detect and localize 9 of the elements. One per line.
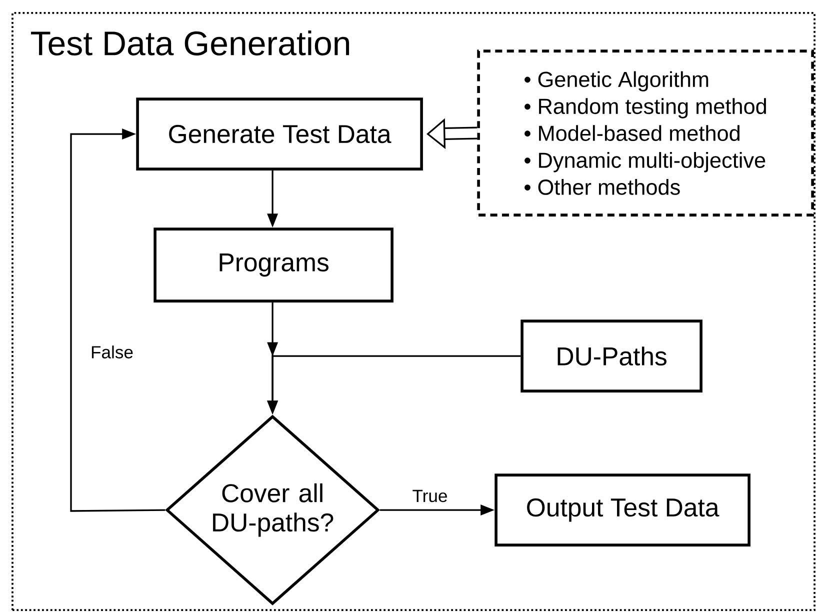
input-box: DU-Paths xyxy=(520,320,702,392)
heading: Test Data Generation xyxy=(31,30,350,56)
edge-label: False xyxy=(89,344,135,360)
output-box: Output Test Data xyxy=(494,474,750,546)
process-box: Programs xyxy=(154,228,394,302)
method-list-box: • Genetic Algorithm • Random testing method • Model-based method • Dynamic multi-objective • Other methods xyxy=(477,50,814,216)
arrow xyxy=(70,128,166,512)
edge-label: True xyxy=(411,488,449,504)
process-box: Generate Test Data xyxy=(136,98,423,170)
